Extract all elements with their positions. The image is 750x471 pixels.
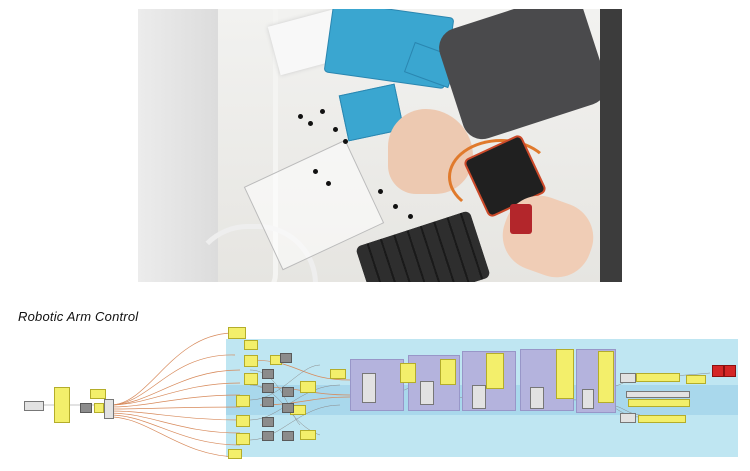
component[interactable] bbox=[80, 403, 92, 413]
panel[interactable] bbox=[486, 353, 504, 389]
servo-wire bbox=[448, 139, 554, 215]
panel[interactable] bbox=[94, 403, 104, 413]
input-component[interactable] bbox=[24, 401, 44, 411]
panel[interactable] bbox=[244, 340, 258, 350]
component[interactable] bbox=[282, 403, 294, 413]
component[interactable] bbox=[262, 431, 274, 441]
panel[interactable] bbox=[236, 415, 250, 427]
panel[interactable] bbox=[300, 381, 316, 393]
cluster-component[interactable] bbox=[530, 387, 544, 409]
output-indicator bbox=[712, 365, 724, 377]
screw bbox=[343, 139, 348, 144]
panel[interactable] bbox=[598, 351, 614, 403]
component[interactable] bbox=[262, 383, 274, 393]
cluster-component[interactable] bbox=[582, 389, 594, 409]
screw bbox=[320, 109, 325, 114]
component[interactable] bbox=[262, 397, 274, 407]
component[interactable] bbox=[262, 417, 274, 427]
panel[interactable] bbox=[244, 355, 258, 367]
panel[interactable] bbox=[686, 375, 706, 384]
panel[interactable] bbox=[440, 359, 456, 385]
red-servo-part bbox=[510, 204, 532, 234]
dark-background-edge bbox=[600, 9, 622, 282]
panel[interactable] bbox=[556, 349, 574, 399]
component[interactable] bbox=[282, 387, 294, 397]
panel[interactable] bbox=[628, 399, 690, 407]
panel[interactable] bbox=[244, 373, 258, 385]
component[interactable] bbox=[626, 391, 690, 398]
screw bbox=[378, 189, 383, 194]
diagram-caption: Robotic Arm Control bbox=[18, 309, 139, 324]
screw bbox=[298, 114, 303, 119]
cluster-group bbox=[350, 359, 404, 411]
workbench-photo bbox=[138, 9, 622, 282]
output-indicator bbox=[724, 365, 736, 377]
white-cable bbox=[228, 9, 278, 282]
panel[interactable] bbox=[636, 373, 680, 382]
panel[interactable] bbox=[236, 395, 250, 407]
screw bbox=[333, 127, 338, 132]
cluster-component[interactable] bbox=[362, 373, 376, 403]
panel[interactable] bbox=[54, 387, 70, 423]
screw bbox=[393, 204, 398, 209]
panel[interactable] bbox=[90, 389, 106, 399]
screw bbox=[408, 214, 413, 219]
cluster-component[interactable] bbox=[472, 385, 486, 409]
screw bbox=[308, 121, 313, 126]
list-item-component[interactable] bbox=[104, 399, 114, 419]
panel[interactable] bbox=[400, 363, 416, 383]
screw bbox=[326, 181, 331, 186]
screw bbox=[313, 169, 318, 174]
grasshopper-definition bbox=[0, 325, 750, 471]
component[interactable] bbox=[262, 369, 274, 379]
component[interactable] bbox=[620, 413, 636, 423]
panel[interactable] bbox=[228, 449, 242, 459]
component[interactable] bbox=[280, 353, 292, 363]
panel[interactable] bbox=[228, 327, 246, 339]
panel[interactable] bbox=[638, 415, 686, 423]
cluster-component[interactable] bbox=[420, 381, 434, 405]
component[interactable] bbox=[282, 431, 294, 441]
panel[interactable] bbox=[330, 369, 346, 379]
wall-surface bbox=[138, 9, 218, 282]
panel[interactable] bbox=[300, 430, 316, 440]
panel[interactable] bbox=[236, 433, 250, 445]
component[interactable] bbox=[620, 373, 636, 383]
